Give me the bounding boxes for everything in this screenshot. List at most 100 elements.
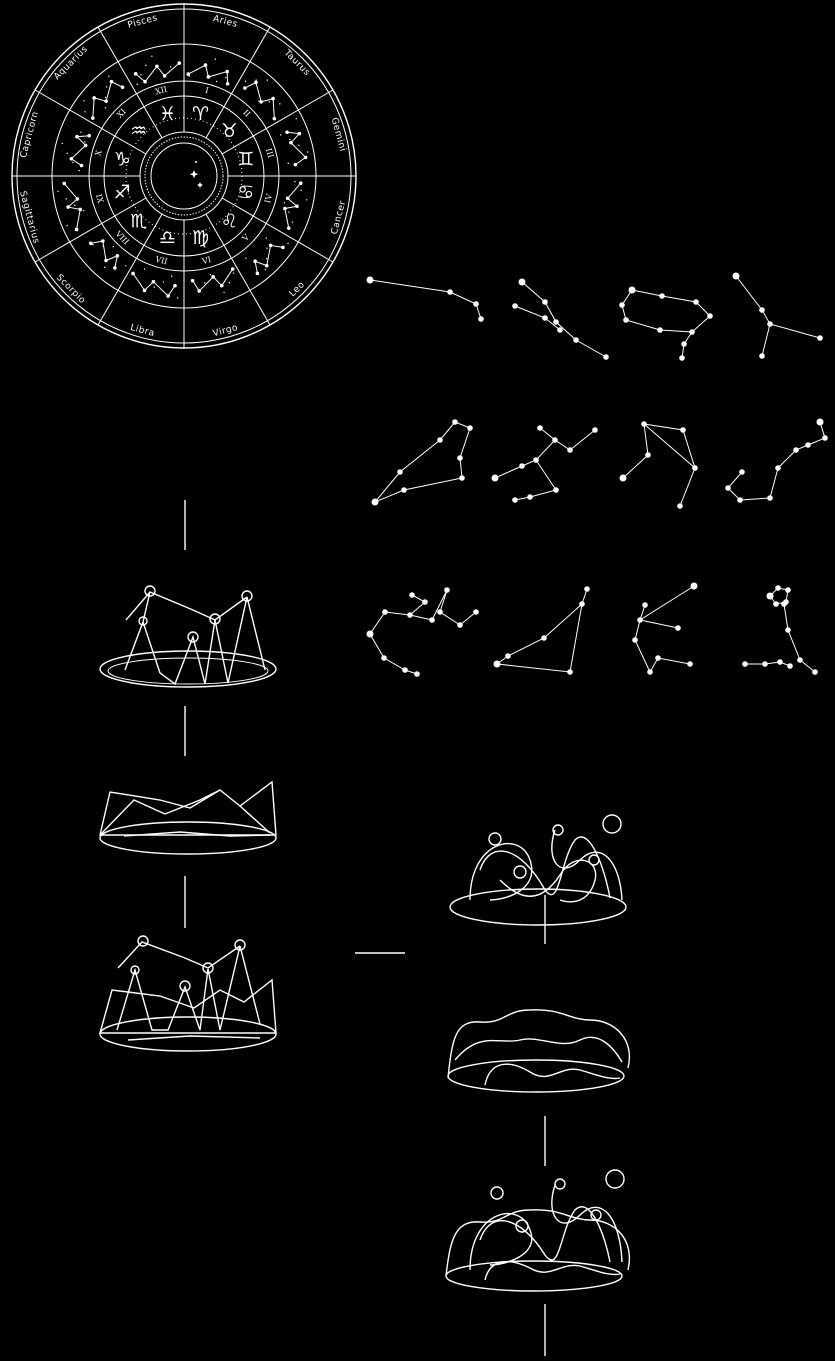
constellation-line — [640, 586, 694, 628]
constellation-line — [522, 282, 606, 357]
star-dot — [143, 80, 147, 84]
star-dot — [286, 196, 290, 200]
house-numeral: V — [240, 232, 251, 243]
constellation-line — [635, 620, 690, 672]
curvy-figure-mound — [450, 815, 626, 944]
star-dot — [281, 246, 285, 250]
star-dot — [66, 225, 67, 226]
pisces-constellation — [742, 585, 818, 675]
libra-glyph-icon: ♎ — [159, 227, 176, 249]
star-dot — [733, 273, 740, 280]
star-dot — [777, 659, 783, 665]
star-dot — [105, 97, 106, 98]
star-dot — [437, 609, 443, 615]
star-dot — [177, 61, 181, 65]
star-dot — [87, 134, 91, 138]
star-dot — [216, 81, 217, 82]
wheel-constellation — [133, 273, 175, 295]
star-dot — [742, 661, 748, 667]
star-dot — [66, 205, 70, 209]
star-dot — [266, 247, 267, 248]
star-dot — [191, 279, 195, 283]
star-dot — [300, 190, 301, 191]
taurus-glyph-icon: ♉ — [221, 120, 238, 142]
star-dot — [537, 425, 543, 431]
house-numeral: X — [93, 149, 103, 157]
star-dot — [759, 307, 765, 313]
sign-name-label: Gemini — [329, 117, 348, 153]
star-dot — [629, 287, 636, 294]
house-numeral: I — [204, 86, 209, 96]
star-dot — [620, 475, 627, 482]
flow-diagram — [100, 500, 629, 1356]
star-dot — [372, 499, 379, 506]
house-numeral: II — [241, 108, 252, 119]
star-dot — [164, 74, 165, 75]
star-dot — [89, 242, 93, 246]
star-dot — [367, 631, 374, 638]
star-dot — [429, 617, 435, 623]
star-dot — [307, 151, 308, 152]
star-dot — [382, 609, 388, 615]
star-dot — [144, 268, 145, 269]
star-dot — [75, 135, 79, 139]
star-dot — [785, 627, 791, 633]
star-dot — [492, 475, 499, 482]
star-dot — [519, 463, 525, 469]
star-dot — [284, 202, 285, 203]
star-dot — [104, 99, 108, 103]
sign-name-label: Aries — [212, 14, 239, 30]
star-dot — [505, 653, 511, 659]
star-dot — [519, 279, 526, 286]
star-dot — [402, 667, 408, 673]
star-dot — [407, 612, 413, 618]
star-dot — [822, 435, 828, 441]
star-dot — [171, 276, 172, 277]
zodiac-wheel: Aries♈ITaurus♉IIGemini♊IIICancer♋IVLeo♌V… — [12, 4, 356, 348]
gemini-constellation — [619, 287, 713, 361]
star-dot — [166, 294, 170, 298]
star-dot — [573, 337, 579, 343]
leo-glyph-icon: ♌ — [221, 210, 238, 232]
star-dot — [229, 282, 230, 283]
star-dot — [70, 157, 74, 161]
star-dot — [473, 609, 479, 615]
star-dot — [136, 84, 137, 85]
star-dot — [121, 85, 125, 89]
star-dot — [78, 208, 82, 212]
star-dot — [642, 602, 648, 608]
gemini-glyph-icon: ♊ — [237, 148, 254, 170]
star-dot — [80, 131, 81, 132]
star-dot — [422, 599, 428, 605]
wheel-constellation — [91, 241, 118, 268]
star-dot — [447, 289, 453, 295]
pisces-glyph-icon: ♓ — [159, 103, 176, 125]
star-dot — [197, 290, 198, 291]
aquarius-constellation — [632, 583, 697, 675]
wheel-constellations — [57, 56, 308, 299]
star-dot — [647, 669, 653, 675]
star-dot — [457, 455, 463, 461]
star-dot — [113, 266, 117, 270]
star-dot — [62, 182, 66, 186]
star-dot — [655, 655, 661, 661]
leo-constellation — [372, 419, 473, 505]
star-dot — [220, 284, 224, 288]
star-dot — [707, 313, 713, 319]
house-numeral: IX — [94, 193, 105, 204]
sign-name-label: Aquarius — [52, 44, 90, 82]
star-dot — [255, 79, 256, 80]
star-dot — [401, 487, 407, 493]
star-dot — [304, 156, 308, 160]
star-dot — [767, 593, 774, 600]
star-dot — [283, 207, 287, 211]
star-dot — [155, 64, 159, 68]
star-dot — [101, 239, 105, 243]
house-numeral: VII — [153, 254, 168, 266]
constellation-line — [762, 324, 770, 356]
star-dot — [83, 210, 84, 211]
star-dot — [294, 181, 295, 182]
constellation-grid — [367, 273, 828, 677]
star-dot — [265, 269, 266, 270]
star-dot — [381, 655, 387, 661]
